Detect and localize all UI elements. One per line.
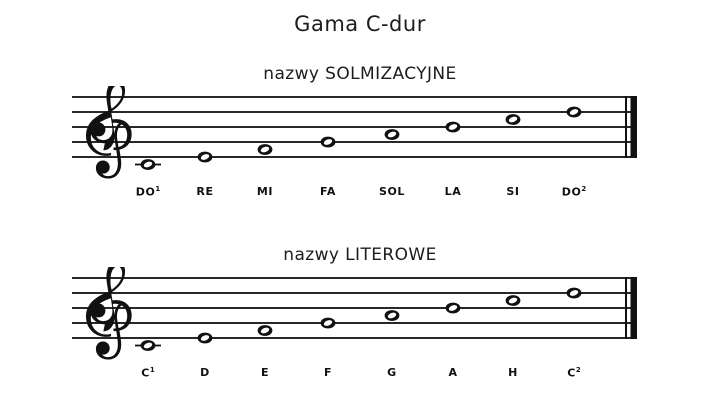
note-label-solmization-7: DO2 (561, 185, 587, 199)
note-head (445, 302, 461, 314)
staff-line (72, 277, 637, 279)
treble-clef (85, 267, 132, 360)
note-octave-marker: 1 (149, 366, 155, 374)
note-head (384, 129, 400, 140)
note-label-letters-5: A (448, 366, 458, 379)
staff-line (72, 126, 637, 128)
note-head (140, 159, 156, 170)
note-head (197, 151, 213, 163)
note-labels-solmization: DO1 RE MI FA SOL LA SI DO2 (0, 185, 720, 205)
note-head (140, 340, 156, 351)
note-octave-marker: 2 (581, 185, 587, 193)
note-letters-2 (257, 325, 273, 336)
staff-line (72, 96, 637, 98)
final-barline (625, 277, 637, 339)
note-label-letters-7: C2 (567, 366, 581, 380)
note-head (257, 325, 273, 336)
note-letters-3 (320, 317, 336, 329)
note-head (566, 287, 582, 299)
note-labels-letters: C1 D E F G A H C2 (0, 366, 720, 386)
note-label-letters-2: E (260, 366, 270, 379)
note-label-letters-3: F (323, 366, 333, 379)
note-label-solmization-4: SOL (378, 185, 406, 198)
note-head (445, 121, 461, 133)
note-label-letters-4: G (387, 366, 397, 379)
staff-line (72, 111, 637, 113)
staff-line (72, 292, 637, 294)
staff-line (72, 337, 637, 339)
note-head (197, 332, 213, 344)
note-head (384, 310, 400, 321)
note-head (320, 317, 336, 329)
staff-line (72, 307, 637, 309)
note-label-solmization-2: MI (256, 185, 274, 198)
subtitle-solmization: nazwy SOLMIZACYJNE (263, 64, 457, 84)
note-letters-5 (445, 302, 461, 314)
staff-line (72, 141, 637, 143)
note-label-solmization-3: FA (320, 185, 336, 198)
note-letters-1 (197, 332, 213, 344)
note-head (257, 144, 273, 155)
note-head (566, 106, 582, 118)
note-label-solmization-5: LA (444, 185, 462, 198)
staff-solmization (72, 86, 637, 179)
page-title: Gama C-dur (294, 12, 426, 36)
note-head (505, 295, 521, 306)
note-letters-7 (566, 287, 582, 299)
note-label-letters-1: D (200, 366, 210, 379)
staff-system-solmization: DO1 RE MI FA SOL LA SI DO2 (0, 86, 720, 199)
note-letters-0 (135, 340, 161, 351)
note-label-solmization-0: DO1 (135, 185, 161, 199)
staff-line (72, 156, 637, 158)
staff-system-letters: C1 D E F G A H C2 (0, 267, 720, 380)
note-solmization-5 (445, 121, 461, 133)
staff-line (72, 322, 637, 324)
final-barline (625, 96, 637, 158)
staff-letters (72, 267, 637, 360)
note-label-solmization-1: RE (196, 185, 214, 198)
note-head (505, 114, 521, 125)
note-octave-marker: 1 (155, 185, 161, 193)
note-label-solmization-6: SI (506, 185, 520, 198)
note-solmization-3 (320, 136, 336, 148)
note-octave-marker: 2 (575, 366, 581, 374)
note-head (320, 136, 336, 148)
note-label-letters-0: C1 (141, 366, 155, 380)
note-label-letters-6: H (508, 366, 518, 379)
note-solmization-2 (257, 144, 273, 155)
note-solmization-0 (135, 159, 161, 170)
note-solmization-7 (566, 106, 582, 118)
note-letters-6 (505, 295, 521, 306)
note-solmization-4 (384, 129, 400, 140)
treble-clef (85, 86, 132, 179)
note-letters-4 (384, 310, 400, 321)
note-solmization-6 (505, 114, 521, 125)
subtitle-letters: nazwy LITEROWE (283, 245, 437, 265)
note-solmization-1 (197, 151, 213, 163)
